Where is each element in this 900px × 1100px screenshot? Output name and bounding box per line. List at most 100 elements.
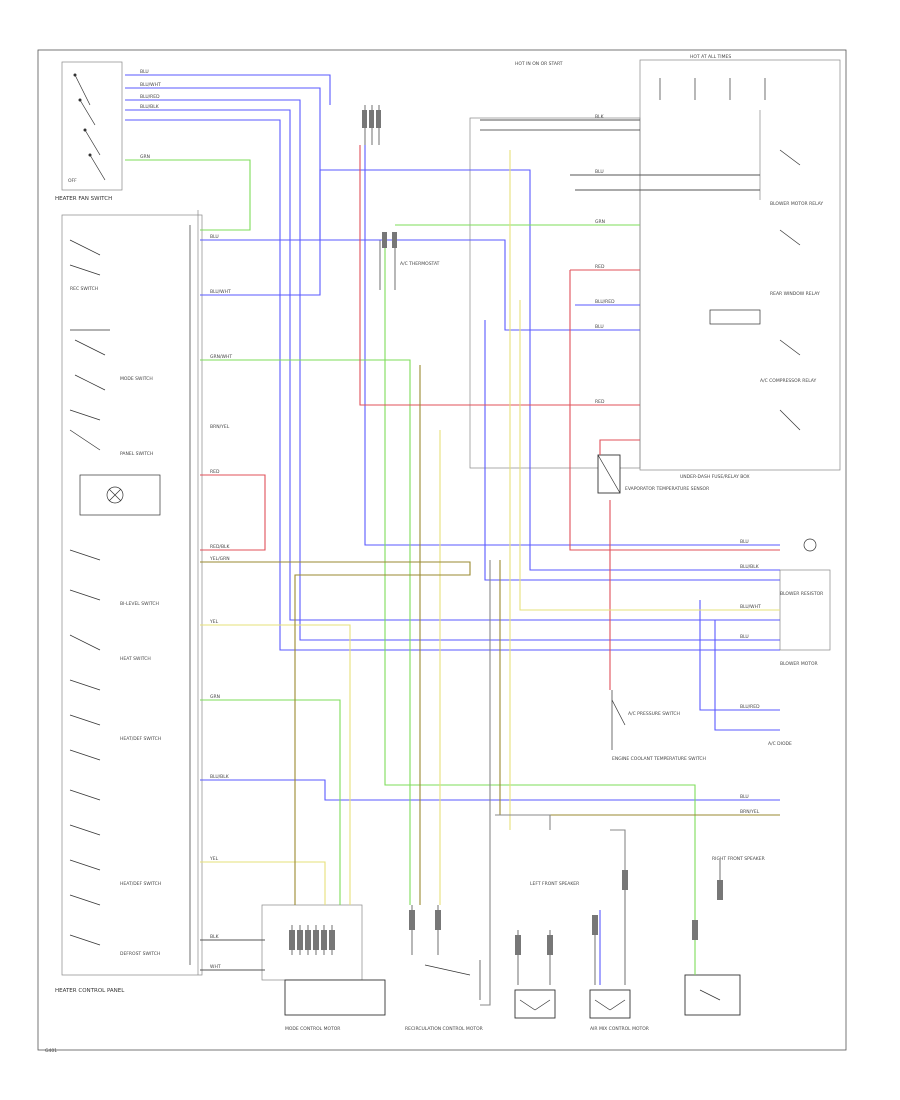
code-red: RED: [210, 469, 220, 475]
a-c-pressure-switch-label: A/C PRESSURE SWITCH: [628, 711, 680, 717]
code-yel-grn: YEL/GRN: [209, 556, 230, 562]
wire-blu-12: [699, 600, 780, 711]
code-blu-1: BLU: [140, 69, 149, 75]
wire-olive-3: [499, 560, 780, 816]
mode-switch-label: MODE SWITCH: [120, 376, 153, 382]
code-blu-6: BLU: [740, 634, 749, 640]
wire-blu-1: [125, 74, 331, 105]
code-blu-wht-3: BLU/WHT: [740, 604, 761, 610]
under-dash-fuse-relay-box: HOT AT ALL TIMES HOT IN ON OR START BLOW…: [515, 54, 841, 480]
blower-resistor: BLOWER RESISTOR: [779, 569, 831, 651]
panel-switch-label: PANEL SWITCH: [120, 451, 153, 457]
a-c-compressor-relay-label: A/C COMPRESSOR RELAY: [760, 378, 817, 384]
code-blu-red-2: BLU/RED: [595, 299, 615, 305]
evap-sensor-label: EVAPORATOR TEMPERATURE SENSOR: [625, 486, 709, 492]
code-blu-2: BLU: [210, 234, 219, 240]
code-blu-blk-2: BLU/BLK: [210, 774, 230, 780]
wire-blu-2: [125, 87, 640, 331]
code-blk-2: BLK: [595, 114, 605, 120]
defrost-switch: DEFROST SWITCH: [69, 934, 160, 957]
evaporator-temp-sensor: EVAPORATOR TEMPERATURE SENSOR: [597, 454, 709, 494]
code-blu-5: BLU: [740, 539, 749, 545]
a-c-diode: A/C DIODE: [768, 741, 792, 747]
wire-grn-4: [200, 699, 341, 905]
wire-grn-1: [125, 159, 251, 231]
hot-at-all-times-label: HOT AT ALL TIMES: [690, 54, 731, 60]
air-mix-control-motor: AIR MIX CONTROL MOTOR: [589, 870, 649, 1032]
connector-ticks: [289, 110, 723, 955]
svg-text:OFF: OFF: [68, 178, 77, 184]
recirc-motor-label: RECIRCULATION CONTROL MOTOR: [405, 1026, 483, 1032]
a-c-diode-label: A/C DIODE: [768, 741, 792, 747]
air-mix-label: AIR MIX CONTROL MOTOR: [590, 1026, 649, 1032]
rear-window-relay-label: REAR WINDOW RELAY: [770, 291, 820, 297]
rec-switch: REC SWITCH: [69, 239, 101, 292]
heater-fan-switch-label: HEATER FAN SWITCH: [55, 196, 112, 202]
wire-olive-1: [200, 561, 471, 905]
code-blu-7: BLU: [740, 794, 749, 800]
mode-switch: MODE SWITCH: [70, 329, 153, 391]
wire-blu-13: [714, 620, 780, 731]
code-blu-red: BLU/RED: [140, 94, 160, 100]
engine-coolant-label: ENGINE COOLANT TEMPERATURE SWITCH: [612, 756, 706, 762]
left-front-speaker-label: LEFT FRONT SPEAKER: [530, 881, 579, 887]
left-front-speaker: LEFT FRONT SPEAKER: [514, 881, 579, 1019]
wire-red-2: [359, 145, 640, 406]
wire-blu-5: [125, 119, 780, 651]
blower-motor: BLOWER MOTOR: [780, 538, 818, 667]
code-blu-blk-3: BLU/BLK: [740, 564, 760, 570]
wire-grn-5: [384, 240, 696, 975]
ground-label: G401: [45, 1048, 57, 1054]
code-blu-blk: BLU/BLK: [140, 104, 160, 110]
recirc-control-motor: RECIRCULATION CONTROL MOTOR: [405, 905, 483, 1032]
heater-fan-switch: OFF HEATER FAN SWITCH: [55, 61, 123, 202]
blower-resistor-label: BLOWER RESISTOR: [780, 591, 823, 597]
code-blu-3: BLU: [595, 169, 604, 175]
heat-switch-label: HEAT SWITCH: [120, 656, 151, 662]
code-grn-wht: GRN/WHT: [210, 354, 232, 360]
wire-blu-4: [125, 109, 780, 621]
code-yel: YEL: [209, 619, 219, 625]
defrost-switch-label: DEFROST SWITCH: [120, 951, 160, 957]
code-grn-2: GRN: [210, 694, 220, 700]
blower-motor-label: BLOWER MOTOR: [780, 661, 818, 667]
code-red-blk: RED/BLK: [210, 544, 231, 550]
bi-level-switch-label: BI-LEVEL SWITCH: [120, 601, 159, 607]
wire-blu-7: [200, 169, 780, 571]
blower-motor-relay: BLOWER MOTOR RELAY: [759, 110, 823, 207]
fuse-block: [659, 78, 766, 100]
wire-yel-2: [200, 624, 351, 905]
wire-yel-4: [519, 300, 780, 611]
wire-blu-11: [200, 779, 780, 801]
heat-def-switch: HEAT/DEF SWITCH: [69, 714, 161, 761]
heat-def-label-2: HEAT/DEF SWITCH: [120, 881, 161, 887]
wire-red-3: [569, 270, 780, 551]
a-c-compressor-relay: A/C COMPRESSOR RELAY: [709, 309, 817, 384]
heat-switch: HEAT SWITCH: [69, 634, 151, 691]
diagram-frame: [37, 49, 847, 1051]
code-yel-2: YEL: [209, 856, 219, 862]
wire-grn-3: [200, 359, 411, 905]
wire-blk-3: [480, 560, 491, 1006]
wire-red-4: [200, 474, 266, 551]
wire-red-6: [599, 439, 640, 455]
code-brn-yel-2: BRN/YEL: [740, 809, 760, 815]
wire-blu-10: [364, 145, 780, 546]
heater-control-panel: REC SWITCH MODE SWITCH PANEL SWITCH BI-L…: [55, 210, 203, 994]
a-c-thermostat: A/C THERMOSTAT: [379, 240, 440, 290]
code-blu-wht: BLU/WHT: [140, 82, 161, 88]
right-front-speaker-label: RIGHT FRONT SPEAKER: [712, 856, 765, 862]
under-dash-label: UNDER-DASH FUSE/RELAY BOX: [680, 474, 750, 480]
a-c-pressure-switch: A/C PRESSURE SWITCH ENGINE COOLANT TEMPE…: [611, 690, 706, 762]
rec-switch-label: REC SWITCH: [70, 286, 98, 292]
panel-lamp: [79, 474, 161, 516]
blower-motor-relay-label: BLOWER MOTOR RELAY: [770, 201, 823, 207]
wire-code-labels: BLU BLU/WHT BLU/RED BLU/BLK GRN BLU BLU/…: [140, 69, 761, 970]
top-connector: [364, 105, 641, 469]
code-grn-3: GRN: [595, 219, 605, 225]
hot-in-run-label: HOT IN ON OR START: [515, 61, 563, 67]
code-grn-1: GRN: [140, 154, 150, 160]
code-blu-4: BLU: [595, 324, 604, 330]
code-blu-wht-2: BLU/WHT: [210, 289, 231, 295]
